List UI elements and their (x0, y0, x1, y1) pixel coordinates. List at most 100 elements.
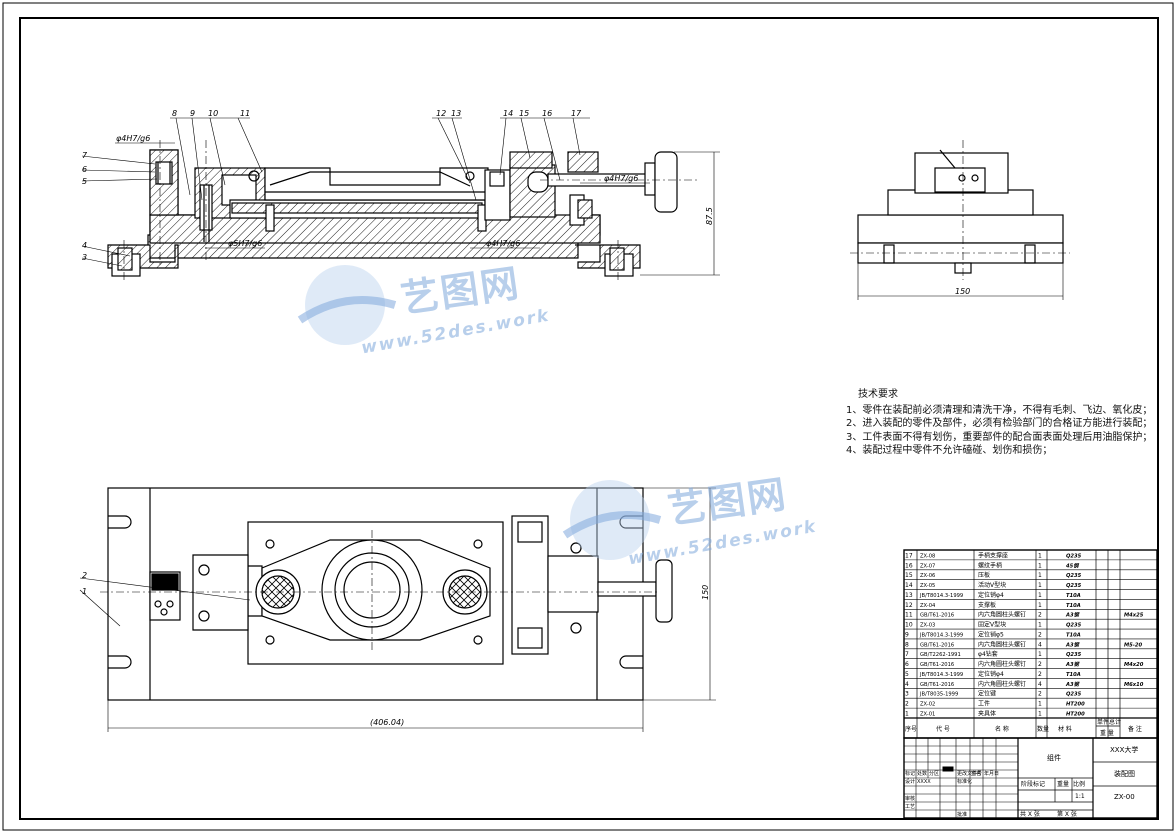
bom-cell: T10A (1066, 632, 1081, 638)
bom-cell: HT200 (1066, 702, 1085, 708)
technical-requirements: 技术要求 1、零件在装配前必须清理和清洗干净，不得有毛刺、飞边、氧化皮； 2、进… (846, 388, 1166, 458)
side-dim (857, 263, 1064, 300)
tb-sheet-no: 第 X 张 (1057, 810, 1077, 818)
fit-right: φ4H7/g6 (604, 174, 638, 183)
bom-cell: Q235 (1066, 553, 1082, 559)
bom-cell: GB/T61-2016 (920, 642, 954, 648)
bom-cell: ZX-01 (920, 712, 935, 718)
bom-cell: M4x20 (1124, 662, 1144, 668)
bom-cell: 1 (1038, 582, 1042, 589)
bom-cell: 定位销φ4 (978, 591, 1004, 599)
bom-header-weight: 重 量 (1100, 729, 1114, 737)
bom-cell: 2 (905, 701, 909, 708)
bom-cell: 15 (905, 572, 913, 579)
balloon: 9 (190, 109, 195, 118)
bom-cell: 内六角圆柱头螺钉 (978, 640, 1026, 648)
bom-cell: Q235 (1066, 583, 1082, 589)
tb-date: 年月日 (984, 770, 999, 777)
bom-cell: ZX-06 (920, 573, 935, 579)
bom-cell: M5-20 (1124, 642, 1143, 648)
height-dim: 87.5 (705, 207, 714, 225)
bom-cell: 1 (1038, 552, 1042, 559)
balloon: 13 (451, 109, 461, 118)
front-balloons: 7 6 5 4 3 8 9 10 11 12 13 14 15 16 17 (82, 109, 582, 262)
tb-check: 审核 (905, 795, 915, 802)
bom-header-total: 总计 (1109, 718, 1121, 726)
balloon: 3 (82, 253, 87, 262)
bom-header-material: 材 料 (1058, 725, 1072, 733)
bom-cell: M4x25 (1124, 613, 1144, 619)
tb-zone: 分区 (929, 770, 939, 777)
title-block (903, 737, 1158, 819)
bom-cell: 工件 (978, 700, 990, 708)
bom-cell: 固定V型块 (978, 621, 1006, 629)
plan-dims (79, 487, 716, 732)
bom-cell: 45钢 (1066, 562, 1079, 569)
tb-ratio: 比例 (1073, 780, 1085, 788)
bom-cell: A3钢 (1065, 641, 1080, 648)
bom-header-single: 单件 (1097, 718, 1109, 726)
tech-item: 2、进入装配的零件及部件，必须有检验部门的合格证方能进行装配； (846, 418, 1153, 429)
fit-bottom: φ4H7/g6 (486, 239, 520, 248)
plan-length-dim: (406.04) (370, 718, 404, 727)
bom-cell: ZX-07 (920, 563, 935, 569)
bom-cell: 支撑板 (978, 601, 996, 609)
bom-cell: GB/T61-2016 (920, 682, 954, 688)
bom-cell: 3 (905, 691, 909, 698)
balloon: 11 (240, 109, 250, 118)
bom-cell: 2 (1038, 612, 1042, 619)
bom-cell: 9 (905, 631, 909, 638)
balloon: 6 (82, 165, 87, 174)
bom-cell: 17 (905, 552, 913, 559)
balloon: 4 (82, 241, 87, 250)
bom-cell: φ4钻套 (978, 650, 998, 658)
bom-cell: 5 (905, 671, 909, 678)
front-dimensions (81, 117, 720, 276)
bom-cell: GB/T2262-1991 (920, 652, 961, 658)
tb-code: ZX-00 (1114, 793, 1135, 801)
bom-cell: 12 (905, 602, 913, 609)
balloon: 15 (519, 109, 529, 118)
tb-stage: 阶段标记 (1021, 780, 1045, 788)
side-view (850, 140, 1070, 280)
bom-cell: GB/T61-2016 (920, 613, 954, 619)
bom-cell: 1 (1038, 572, 1042, 579)
bom-cell: 手柄支撑座 (978, 551, 1008, 559)
bom-cell: 1 (1038, 622, 1042, 629)
tech-item: 3、工件表面不得有划伤，重要部件的配合面表面处理后用油脂保护； (846, 431, 1153, 443)
plan-height-dim: 150 (701, 585, 710, 600)
bom-cell: HT200 (1066, 712, 1085, 718)
bom-cell: Q235 (1066, 623, 1082, 629)
bom-cell: T10A (1066, 603, 1081, 609)
tb-design: 设计 (905, 778, 915, 785)
bom-cell: ZX-05 (920, 583, 935, 589)
front-section-view (107, 140, 700, 282)
tb-approve: 批准 (957, 811, 967, 818)
tb-std: 标准化 (957, 778, 972, 785)
balloon: 16 (542, 109, 552, 118)
bom-cell: 定位键 (978, 690, 996, 698)
bom-cell: A3钢 (1065, 681, 1080, 688)
bom-cell: JB/T8014.3-1999 (919, 632, 963, 638)
tb-signature: 签名 (971, 770, 981, 777)
balloon: 5 (82, 177, 87, 186)
bom-cell: 16 (905, 562, 913, 569)
bom-cell: ZX-03 (920, 623, 935, 629)
balloon: 2 (82, 571, 87, 580)
bom-header-code: 代 号 (936, 725, 950, 733)
bom-cell: 2 (1038, 631, 1042, 638)
bom-cell: T10A (1066, 672, 1081, 678)
balloon: 7 (82, 151, 88, 160)
bom-cell: 2 (1038, 671, 1042, 678)
bom-cell: 夹具体 (978, 710, 996, 718)
bom-cell: 4 (905, 681, 909, 688)
bom-header-qty: 数量 (1037, 725, 1049, 733)
bom-cell: ZX-04 (920, 603, 936, 609)
bom-cell: 1 (905, 711, 909, 718)
title-block-text: 组件 XXX大学 装配图 ZX-00 1:1 阶段标记 重量 比例 共 X 张 … (905, 745, 1138, 818)
balloon: 1 (82, 587, 87, 596)
tb-scale: 1:1 (1075, 793, 1085, 800)
bom-cell: 13 (905, 592, 913, 599)
